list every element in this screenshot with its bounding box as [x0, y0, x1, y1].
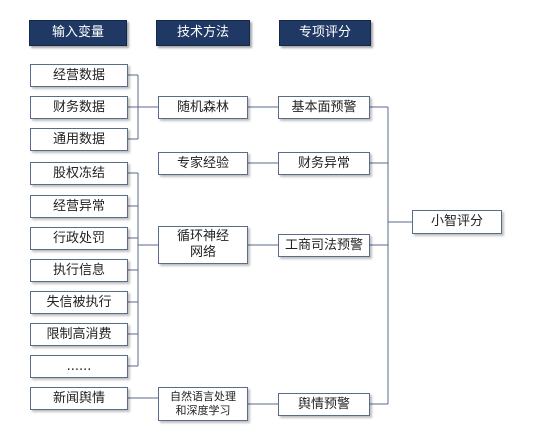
input-box-administrative-penalty: 行政处罚	[30, 227, 128, 250]
input-box-ellipsis: ......	[30, 355, 128, 378]
input-box-news-sentiment: 新闻舆情	[30, 387, 128, 410]
score-box-legal-warning: 工商司法预警	[278, 234, 370, 257]
input-box-general-data: 通用数据	[30, 128, 128, 151]
method-label-line2: 和深度学习	[175, 404, 231, 417]
score-box-financial-anomaly: 财务异常	[278, 152, 370, 175]
method-box-recurrent-neural-network: 循环神经 网络	[158, 226, 248, 264]
score-box-sentiment-warning: 舆情预警	[278, 393, 370, 416]
method-label-line1: 自然语言处理	[170, 390, 236, 403]
score-box-fundamentals-warning: 基本面预警	[278, 96, 370, 119]
method-box-nlp-deep-learning: 自然语言处理 和深度学习	[158, 387, 248, 421]
input-box-operating-anomaly: 经营异常	[30, 195, 128, 218]
method-label-line1: 循环神经	[176, 229, 229, 244]
input-box-high-consumption-limit: 限制高消费	[30, 323, 128, 346]
input-box-dishonest-debtor: 失信被执行	[30, 291, 128, 314]
input-box-enforcement-info: 执行信息	[30, 259, 128, 282]
input-box-financial-data: 财务数据	[30, 96, 128, 119]
method-label-line2: 网络	[189, 245, 216, 260]
header-technical-method: 技术方法	[156, 20, 250, 46]
input-box-operating-data: 经营数据	[30, 64, 128, 87]
final-score-box: 小智评分	[412, 210, 502, 234]
header-special-score: 专项评分	[279, 20, 371, 46]
method-box-random-forest: 随机森林	[158, 96, 248, 119]
header-input-variables: 输入变量	[29, 20, 127, 46]
method-box-expert-experience: 专家经验	[158, 152, 248, 175]
input-box-equity-freeze: 股权冻结	[30, 162, 128, 185]
